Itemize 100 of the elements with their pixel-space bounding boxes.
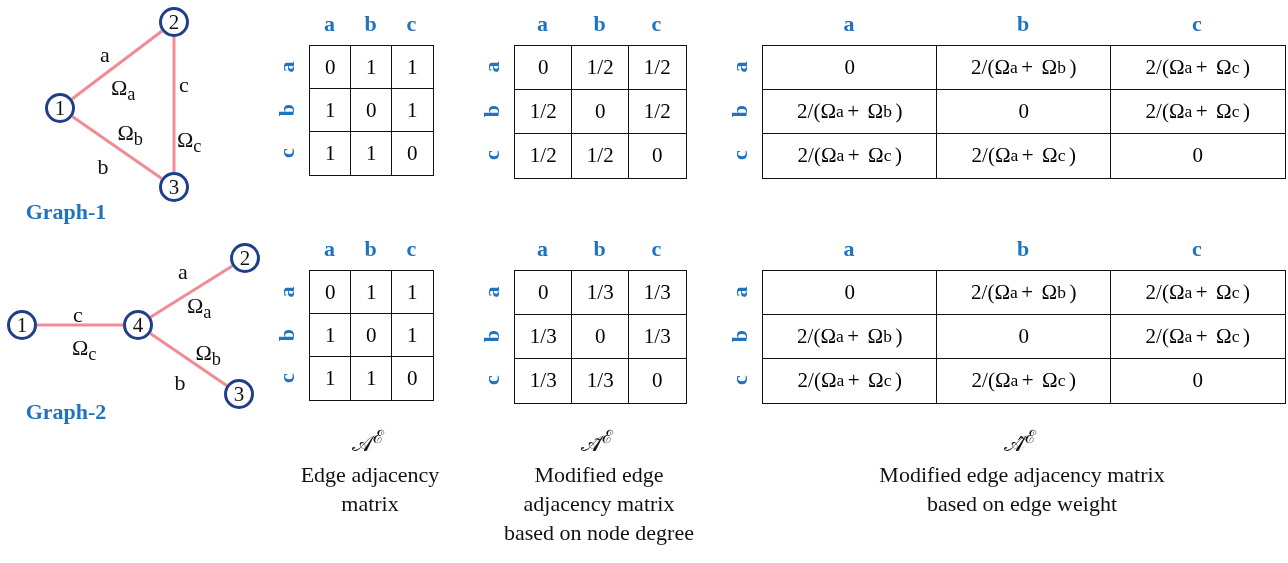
matrix-cell: 1/3 xyxy=(571,270,630,316)
matrix-symbol: 𝒜$^{ℰ}$ xyxy=(352,425,386,458)
matrix-cell: 1/3 xyxy=(514,314,573,360)
edge-label: c xyxy=(73,302,83,328)
row-header: b xyxy=(274,103,300,116)
edge-line xyxy=(71,29,163,101)
matrix-cell: 1/3 xyxy=(571,358,630,404)
matrix-cell: 1/2 xyxy=(628,45,687,91)
matrix-cell: 1 xyxy=(350,356,393,401)
edge-weight-label: Ω$_{c}$ xyxy=(71,334,98,366)
column-header: b xyxy=(1016,11,1030,37)
column-header: a xyxy=(537,236,548,262)
column-header: c xyxy=(1192,236,1202,262)
node-circle: 1 xyxy=(7,310,37,340)
caption-text: Edge adjacency matrix xyxy=(299,461,441,518)
matrix-cell: 1 xyxy=(391,45,434,90)
row-header: b xyxy=(727,329,753,343)
row-header: c xyxy=(727,375,753,385)
matrix-cell: 0 xyxy=(514,270,573,316)
graph-title: Graph-2 xyxy=(25,399,107,425)
matrix-cell: 1 xyxy=(350,131,393,176)
column-header: c xyxy=(406,11,417,37)
column-header: c xyxy=(651,236,662,262)
edge-label: b xyxy=(174,370,186,396)
matrix-cell: 0 xyxy=(350,88,393,133)
row-header: b xyxy=(479,329,505,343)
matrix-cell: 1 xyxy=(391,270,434,315)
column-header: c xyxy=(651,11,662,37)
matrix-cell: 0 xyxy=(936,314,1112,360)
matrix-cell: 1/2 xyxy=(514,89,573,135)
matrix-cell: 0 xyxy=(628,358,687,404)
edge-line xyxy=(172,37,176,172)
matrix-cell: 0 xyxy=(628,133,687,179)
matrix-cell: 0 xyxy=(391,356,434,401)
edge-line xyxy=(71,115,163,180)
row-header: a xyxy=(727,61,753,73)
row-header: c xyxy=(479,375,505,385)
node-circle: 1 xyxy=(45,93,75,123)
edge-line xyxy=(149,264,234,319)
matrix-cell: 0 xyxy=(1110,133,1286,179)
column-header: b xyxy=(364,236,377,262)
matrix-cell: 1/3 xyxy=(628,314,687,360)
matrix-cell: 0 xyxy=(762,45,938,91)
node-circle: 2 xyxy=(230,243,260,273)
matrix-cell: 0 xyxy=(571,89,630,135)
edge-label: a xyxy=(100,42,110,68)
row-header: a xyxy=(274,61,300,72)
matrix-cell: 1/2 xyxy=(514,133,573,179)
column-header: c xyxy=(406,236,417,262)
matrix-cell: 0 xyxy=(936,89,1112,135)
matrix-cell: 1/3 xyxy=(628,270,687,316)
matrix-cell: 1 xyxy=(309,131,352,176)
edge-line xyxy=(149,332,228,387)
row-header: b xyxy=(727,104,753,118)
row-header: b xyxy=(274,328,300,341)
column-header: c xyxy=(1192,11,1202,37)
matrix-cell: 1/2 xyxy=(628,89,687,135)
matrix-cell: 1/2 xyxy=(571,133,630,179)
matrix-cell: 0 xyxy=(391,131,434,176)
matrix-cell: 0 xyxy=(514,45,573,91)
matrix-cell: 1 xyxy=(309,356,352,401)
matrix-cell: 0 xyxy=(1110,358,1286,404)
row-header: a xyxy=(479,61,505,73)
matrix-cell: 0 xyxy=(309,45,352,90)
node-circle: 4 xyxy=(123,310,153,340)
matrix-cell: 0 xyxy=(571,314,630,360)
column-header: b xyxy=(593,236,606,262)
row-header: c xyxy=(274,147,300,158)
matrix-cell: 1 xyxy=(350,45,393,90)
matrix-symbol: 𝒜̃$^{ℰ}$ xyxy=(581,425,615,458)
matrix-cell: 1/3 xyxy=(514,358,573,404)
edge-line xyxy=(37,323,123,327)
node-circle: 3 xyxy=(159,172,189,202)
column-header: a xyxy=(324,236,335,262)
graph-title: Graph-1 xyxy=(25,199,107,225)
node-circle: 2 xyxy=(159,7,189,37)
row-header: c xyxy=(274,372,300,383)
column-header: b xyxy=(1016,236,1030,262)
matrix-cell: 1 xyxy=(350,270,393,315)
row-header: a xyxy=(479,286,505,298)
edge-label: a xyxy=(178,259,188,285)
column-header: a xyxy=(843,11,855,37)
row-header: a xyxy=(727,286,753,298)
row-header: c xyxy=(727,150,753,160)
matrix-cell: 1 xyxy=(391,88,434,133)
column-header: a xyxy=(324,11,335,37)
edge-weight-label: Ω$_{c}$ xyxy=(176,126,203,158)
column-header: b xyxy=(364,11,377,37)
node-circle: 3 xyxy=(224,379,254,409)
matrix-cell: 1 xyxy=(391,313,434,358)
edge-label: b xyxy=(97,154,109,180)
column-header: b xyxy=(593,11,606,37)
column-header: a xyxy=(843,236,855,262)
matrix-cell: 1 xyxy=(309,88,352,133)
caption-text: Modified edge adjacency matrix based on edge weight xyxy=(878,461,1166,518)
edge-weight-label: Ω$_{b}$ xyxy=(195,339,222,371)
edge-label: c xyxy=(179,72,189,98)
matrix-symbol: 𝒜̂$^{ℰ}$ xyxy=(1004,425,1038,458)
matrix-cell: 0 xyxy=(350,313,393,358)
matrix-cell: 0 xyxy=(762,270,938,316)
